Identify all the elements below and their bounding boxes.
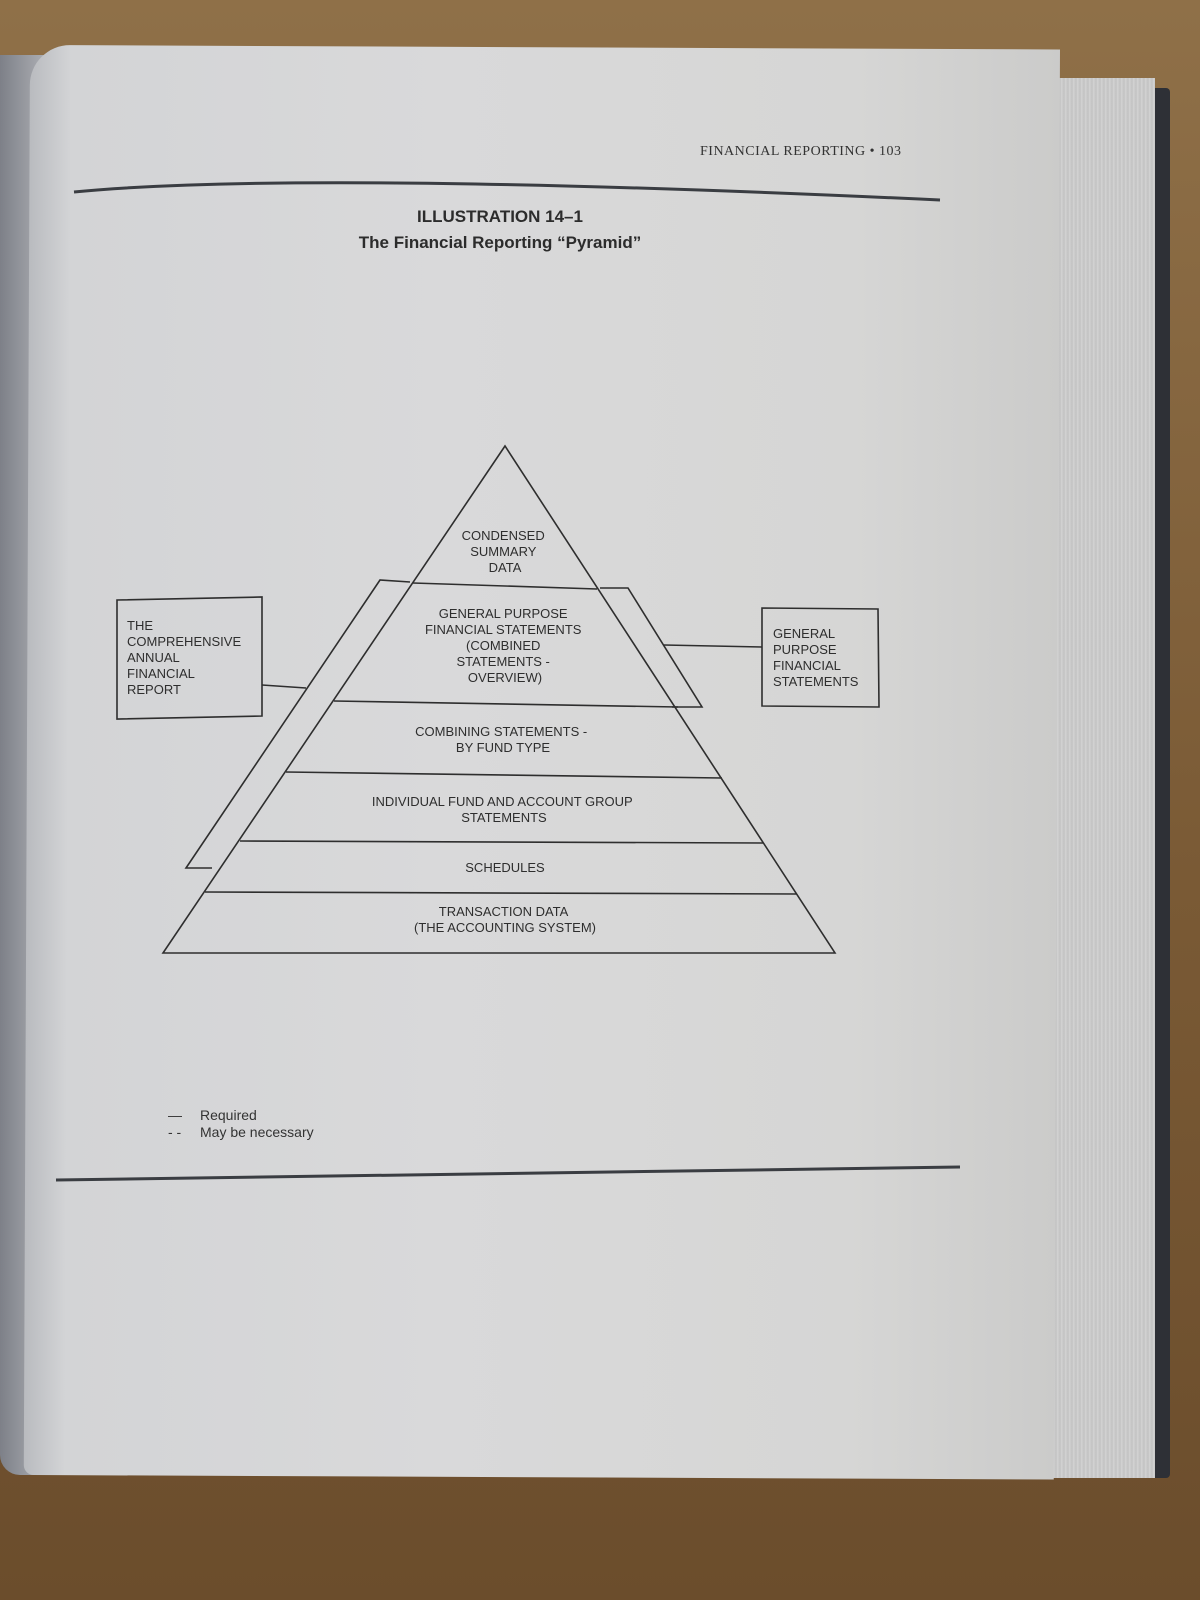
cafr-bracket bbox=[184, 579, 411, 869]
legend-symbol-solid: — bbox=[168, 1107, 182, 1123]
level-divider-2 bbox=[333, 700, 679, 708]
illustration-number: ILLUSTRATION 14–1 bbox=[417, 207, 583, 226]
bottom-rule bbox=[55, 1165, 961, 1182]
legend: — Required - - May be necessary bbox=[168, 1107, 314, 1141]
gpfs-box-label: GENERAL PURPOSE FINANCIAL STATEMENTS bbox=[773, 626, 859, 689]
cafr-box-label: THE COMPREHENSIVE ANNUAL FINANCIAL REPOR… bbox=[127, 618, 245, 697]
gpfs-connector bbox=[663, 644, 763, 648]
gpfs-bracket bbox=[600, 587, 704, 708]
level-divider-3 bbox=[285, 771, 723, 779]
pyramid-outline bbox=[161, 444, 837, 954]
legend-symbol-dashed: - - bbox=[168, 1124, 182, 1140]
cafr-box bbox=[116, 596, 263, 720]
level-label-transaction-data: TRANSACTION DATA (THE ACCOUNTING SYSTEM) bbox=[414, 904, 596, 935]
level-label-individual-fund: INDIVIDUAL FUND AND ACCOUNT GROUP STATEM… bbox=[372, 794, 636, 825]
level-divider-5 bbox=[204, 891, 798, 895]
level-label-condensed: CONDENSED SUMMARY DATA bbox=[462, 528, 549, 575]
gpfs-box bbox=[761, 607, 880, 708]
legend-row-required: — Required bbox=[168, 1107, 314, 1124]
legend-row-may-be-necessary: - - May be necessary bbox=[168, 1124, 314, 1141]
illustration-title-block: ILLUSTRATION 14–1 The Financial Reportin… bbox=[300, 207, 700, 253]
top-rule bbox=[73, 181, 941, 202]
level-divider-4 bbox=[239, 840, 764, 844]
legend-label: Required bbox=[200, 1107, 257, 1123]
level-divider-1 bbox=[412, 582, 598, 590]
cafr-connector bbox=[261, 684, 307, 689]
illustration-title: The Financial Reporting “Pyramid” bbox=[358, 233, 642, 252]
level-label-general-purpose: GENERAL PURPOSE FINANCIAL STATEMENTS (CO… bbox=[425, 606, 585, 685]
level-label-schedules: SCHEDULES bbox=[465, 860, 545, 875]
page-header: FINANCIAL REPORTING • 103 bbox=[700, 144, 902, 159]
level-label-combining: COMBINING STATEMENTS - BY FUND TYPE bbox=[415, 724, 591, 755]
legend-label: May be necessary bbox=[200, 1124, 314, 1140]
